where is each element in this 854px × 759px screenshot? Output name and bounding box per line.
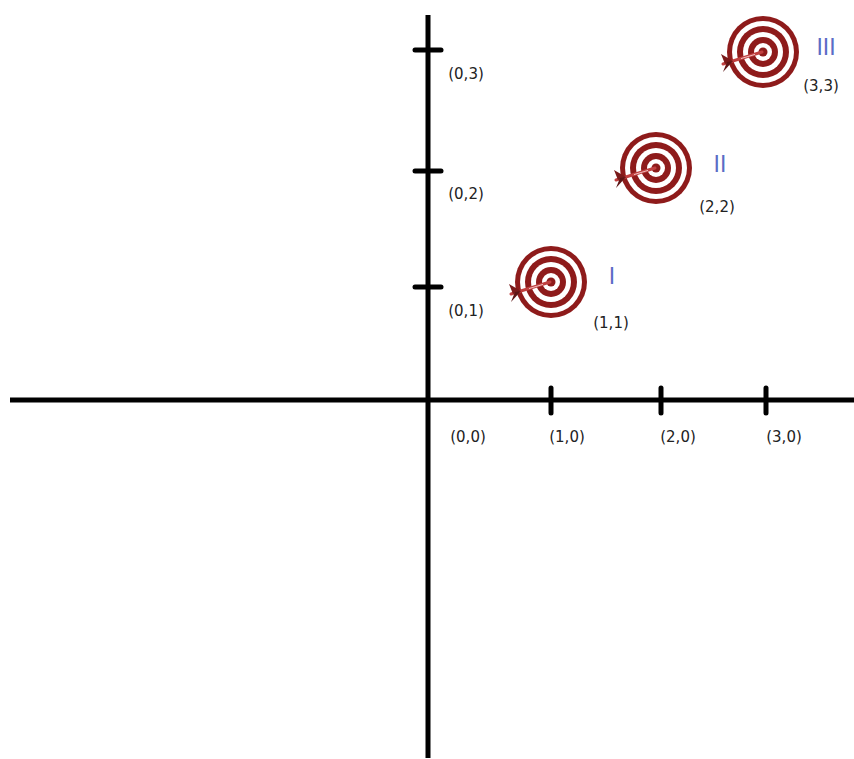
x-axis [10,400,854,401]
coordinate-label: (0,0) [450,428,486,446]
label-holder: (0,1) [448,302,484,320]
label-holder: I [609,263,615,290]
label-holder: (0,0) [450,428,486,446]
label-holder: (3,3) [803,77,839,95]
tick-marks [415,50,766,413]
coordinate-label: (0,3) [448,65,484,83]
coordinate-label: (2,0) [660,428,696,446]
label-holder: II [714,151,727,178]
coordinate-label: (2,2) [699,198,735,216]
target-numeral: I [609,263,615,290]
y-axis [428,15,429,758]
label-holder: III [816,34,835,61]
label-holder: (2,2) [699,198,735,216]
coordinate-label: (3,3) [803,77,839,95]
coordinate-label: (3,0) [766,428,802,446]
label-holder: (3,0) [766,428,802,446]
coordinate-label: (1,0) [549,428,585,446]
dartboard [721,16,799,88]
dartboard [509,246,587,318]
label-holder: (1,0) [549,428,585,446]
coordinate-label: (1,1) [593,314,629,332]
target-numeral: III [816,34,835,61]
label-holder: (0,3) [448,65,484,83]
label-holder: (1,1) [593,314,629,332]
coordinate-label: (0,1) [448,302,484,320]
target-numeral: II [714,151,727,178]
dartboard [614,132,692,204]
label-holder: (2,0) [660,428,696,446]
coordinate-label: (0,2) [448,185,484,203]
label-holder: (0,2) [448,185,484,203]
